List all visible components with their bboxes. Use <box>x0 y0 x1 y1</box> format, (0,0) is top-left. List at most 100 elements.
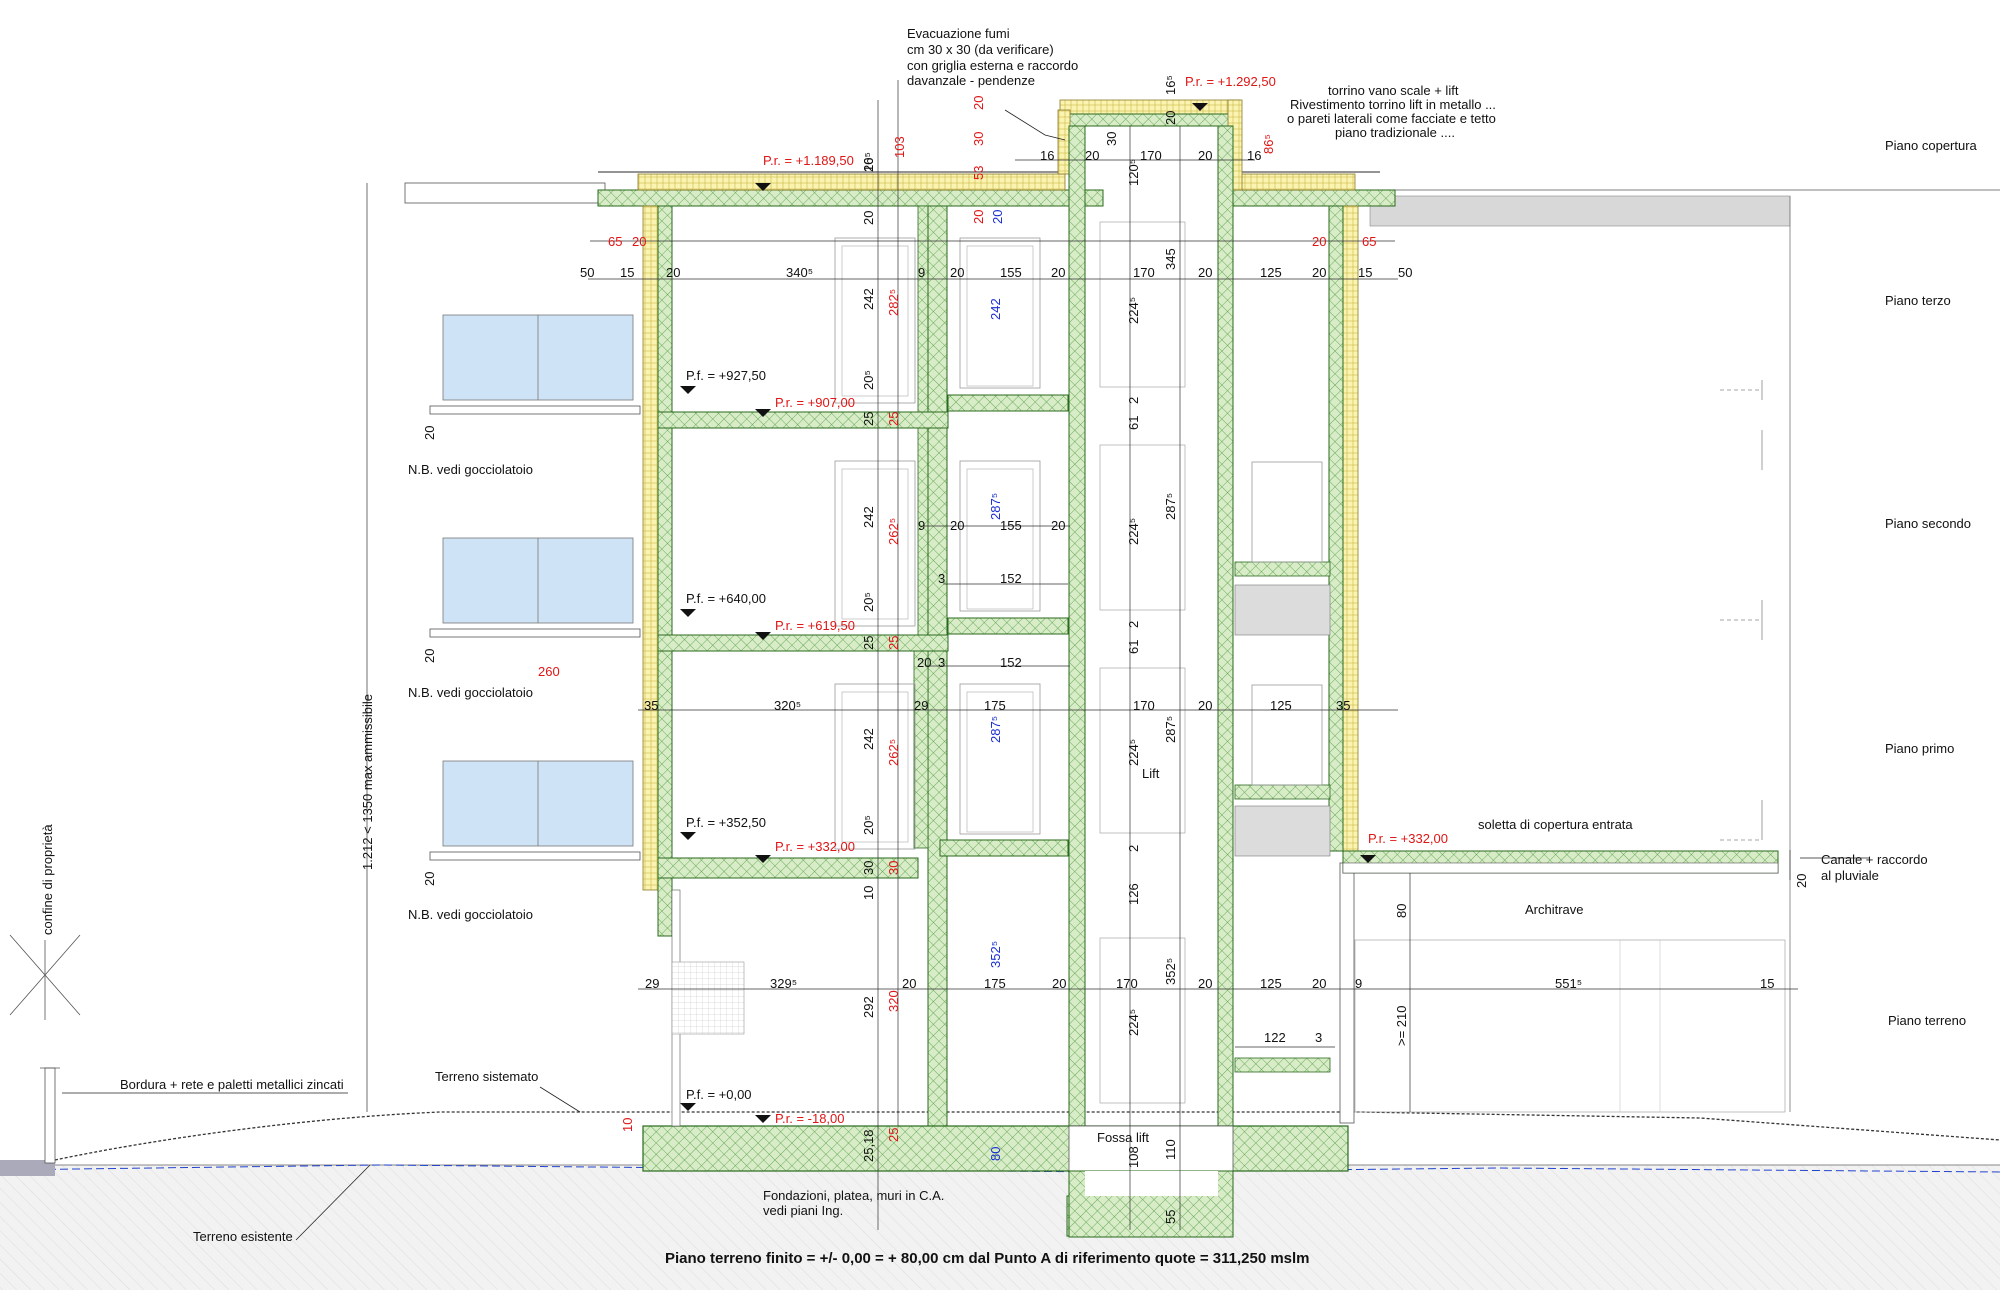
dimension-lines <box>366 80 1798 1230</box>
dim-label: 292 <box>861 996 876 1018</box>
dim-label: 282⁵ <box>886 289 901 316</box>
dim-label: 25 <box>886 636 901 650</box>
dim-label: 10 <box>620 1118 635 1132</box>
floor-slabs <box>657 394 1779 1073</box>
note-tower-4: piano tradizionale .... <box>1335 125 1455 140</box>
dim-label: 287⁵ <box>1163 493 1178 520</box>
dim-label: 3 <box>938 571 945 586</box>
dim-label: 126 <box>1126 883 1141 905</box>
dim-label: >= 210 <box>1394 1006 1409 1047</box>
dim-label: 125 <box>1260 265 1282 280</box>
level-pr-3: P.r. = +907,00 <box>775 395 855 410</box>
dim-label: 170 <box>1133 265 1155 280</box>
dim-label: 53 <box>971 166 986 180</box>
vertical-dimensions: 30 20 16⁵ 120⁵ 20 103 20 30 53 20 20 16⁵… <box>422 75 1809 1224</box>
dim-label: 262⁵ <box>886 518 901 545</box>
dim-label: 20⁵ <box>861 815 876 835</box>
dim-label: 25 <box>861 636 876 650</box>
note-fence: Bordura + rete e paletti metallici zinca… <box>120 1077 344 1092</box>
dim-label: 125 <box>1270 698 1292 713</box>
dim-label: 20 <box>917 655 931 670</box>
floor-label-terzo: Piano terzo <box>1885 293 1951 308</box>
dim-label: 25 <box>886 1128 901 1142</box>
dim-label: 125 <box>1260 976 1282 991</box>
dim-label: 242 <box>861 728 876 750</box>
note-foundation-2: vedi piani Ing. <box>763 1203 843 1218</box>
dim-label: 320⁵ <box>774 698 801 713</box>
dim-label: 20⁵ <box>861 370 876 390</box>
note-drip-2: N.B. vedi gocciolatoio <box>408 685 533 700</box>
level-pr-tower: P.r. = +1.292,50 <box>1185 74 1276 89</box>
dim-label: 103 <box>892 136 907 158</box>
dim-label: 30 <box>1104 132 1119 146</box>
level-pf-3: P.f. = +927,50 <box>686 368 766 383</box>
level-pr-1: P.r. = +332,00 <box>775 839 855 854</box>
dim-label: 352⁵ <box>988 941 1003 968</box>
dim-label: 20 <box>990 210 1005 224</box>
dim-label: 20⁵ <box>861 592 876 612</box>
dim-label: 16⁵ <box>861 152 876 172</box>
dim-label: 80 <box>988 1147 1003 1161</box>
dim-label: 30 <box>861 861 876 875</box>
dim-label: 242 <box>861 506 876 528</box>
dim-label: 50 <box>580 265 594 280</box>
dim-label: 20 <box>632 234 646 249</box>
dim-label: 20 <box>1051 518 1065 533</box>
dim-label: 108 <box>1126 1146 1141 1168</box>
dim-label: 340⁵ <box>786 265 813 280</box>
dim-label: 3 <box>938 655 945 670</box>
dim-label: 20 <box>971 210 986 224</box>
ground <box>0 1111 2000 1290</box>
dim-label: 110 <box>1163 1139 1178 1160</box>
foundation <box>642 889 1349 1238</box>
dim-label: 16⁵ <box>1163 75 1178 95</box>
dim-label: 20 <box>1312 976 1326 991</box>
dim-label: 80 <box>1394 904 1409 918</box>
dim-label: 30 <box>971 132 986 146</box>
dim-label: 20 <box>1051 265 1065 280</box>
dim-label: 170 <box>1133 698 1155 713</box>
note-max-height: 1.212 < 1350 max ammissibile <box>360 694 375 870</box>
dim-label: 50 <box>1398 265 1412 280</box>
dim-label: 20 <box>1085 148 1099 163</box>
note-foundation-1: Fondazioni, platea, muri in C.A. <box>763 1188 944 1203</box>
dim-label: 86⁵ <box>1261 134 1276 154</box>
dim-label: 175 <box>984 698 1006 713</box>
dim-label: 15 <box>620 265 634 280</box>
dim-label: 55 <box>1163 1210 1178 1224</box>
dim-label: 20 <box>1794 874 1809 888</box>
dim-label: 170 <box>1116 976 1138 991</box>
dim-label: 25 <box>861 412 876 426</box>
dim-label: 20 <box>1198 976 1212 991</box>
dim-label: 20 <box>422 872 437 886</box>
dim-label: 20 <box>1198 265 1212 280</box>
note-boundary: confine di proprietà <box>40 824 55 935</box>
dim-label: 224⁵ <box>1126 518 1141 545</box>
dim-label: 2 <box>1126 845 1141 852</box>
dim-label: 260 <box>538 664 560 679</box>
level-pf-2: P.f. = +640,00 <box>686 591 766 606</box>
dim-label: 120⁵ <box>1126 159 1141 186</box>
dim-label: 242 <box>861 288 876 310</box>
dim-label: 20 <box>1198 148 1212 163</box>
dim-label: 287⁵ <box>1163 716 1178 743</box>
dim-label: 61 <box>1126 640 1141 654</box>
note-tower-1: torrino vano scale + lift <box>1328 83 1459 98</box>
dim-label: 242 <box>988 298 1003 320</box>
note-smoke-3: con griglia esterna e raccordo <box>907 58 1078 73</box>
floor-label-copertura: Piano copertura <box>1885 138 1978 153</box>
dim-label: 352⁵ <box>1163 958 1178 985</box>
dim-label: 20 <box>1312 265 1326 280</box>
dim-label: 25,18 <box>861 1129 876 1162</box>
dim-label: 551⁵ <box>1555 976 1582 991</box>
dim-label: 35 <box>1336 698 1350 713</box>
dim-label: 20 <box>861 158 876 172</box>
level-pf-1: P.f. = +352,50 <box>686 815 766 830</box>
dim-label: 20 <box>971 96 986 110</box>
dim-label: 3 <box>1315 1030 1322 1045</box>
dim-label: 224⁵ <box>1126 739 1141 766</box>
dim-label: 20 <box>666 265 680 280</box>
dim-label: 65 <box>608 234 622 249</box>
exterior-walls <box>642 205 1359 1124</box>
dim-label: 20 <box>1052 976 1066 991</box>
